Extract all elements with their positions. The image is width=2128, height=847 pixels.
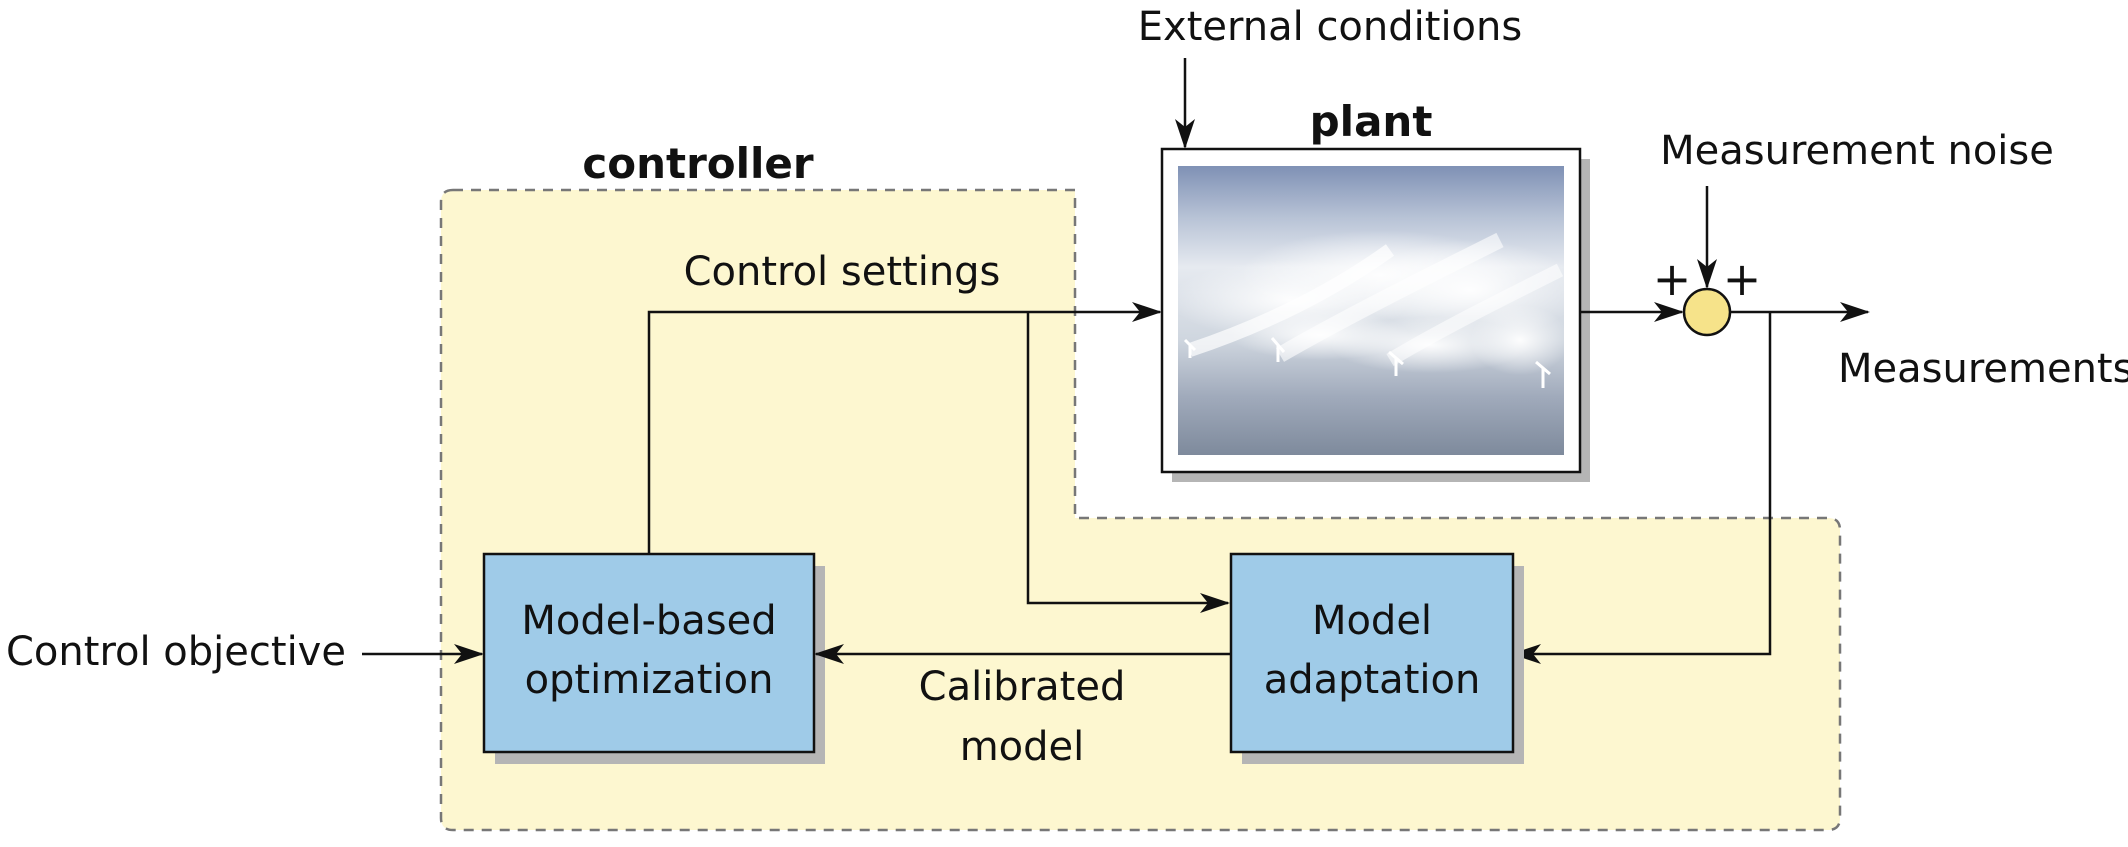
- measurement-noise-label: Measurement noise: [1660, 128, 2054, 174]
- plus-sign-right: +: [1723, 252, 1762, 306]
- control-settings-label: Control settings: [684, 249, 1001, 295]
- measurement-feedback-line: [1511, 312, 1772, 664]
- model-adaptation-block: Model adaptation: [1229, 552, 1524, 764]
- control-objective-label: Control objective: [6, 629, 346, 675]
- calibrated-model-label-line2: model: [960, 724, 1085, 770]
- calibrated-model-label-line1: Calibrated: [919, 664, 1126, 710]
- measurements-label: Measurements: [1838, 346, 2128, 392]
- adaptation-label-line2: adaptation: [1264, 657, 1481, 703]
- optimization-label-line1: Model-based: [521, 598, 776, 644]
- plant-block: [1160, 147, 1590, 482]
- plus-sign-left: +: [1653, 252, 1692, 306]
- optimization-label-line2: optimization: [525, 657, 774, 703]
- wind-farm-wake-photo-icon: [1170, 166, 1580, 455]
- plant-label: plant: [1310, 97, 1433, 146]
- controller-label: controller: [582, 139, 814, 188]
- external-conditions-label: External conditions: [1138, 4, 1522, 50]
- control-settings-line: [647, 302, 1162, 554]
- settings-to-adaptation-line: [1026, 312, 1230, 613]
- adaptation-label-line1: Model: [1312, 598, 1432, 644]
- model-based-optimization-block: Model-based optimization: [482, 552, 825, 764]
